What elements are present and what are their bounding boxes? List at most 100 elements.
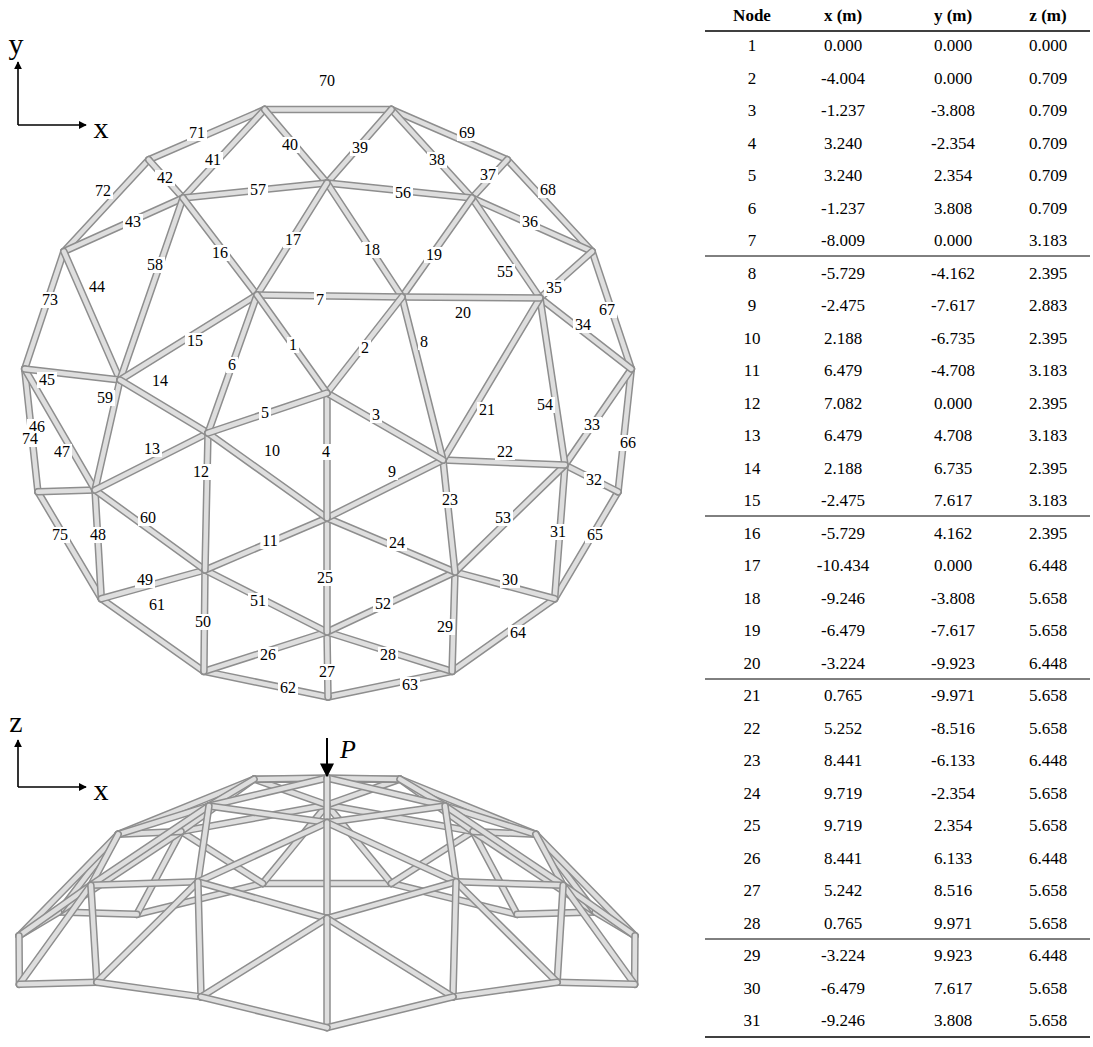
truss-member — [208, 295, 257, 433]
member-body — [101, 570, 205, 599]
member-outline — [120, 198, 183, 380]
member-outline — [209, 806, 327, 823]
member-outline — [456, 882, 557, 982]
member-outline — [453, 882, 456, 997]
truss-member — [205, 433, 208, 570]
member-body — [445, 806, 563, 885]
table-cell: -9.246 — [821, 1012, 865, 1029]
table-cell: 0.709 — [1029, 134, 1067, 151]
member-outline — [323, 823, 331, 919]
table-cell: -6.479 — [821, 622, 865, 639]
table-cell: 16 — [744, 524, 761, 541]
table-cell: 20 — [744, 654, 761, 671]
member-outline — [95, 433, 208, 490]
member-outline — [327, 183, 402, 297]
member-outline — [38, 492, 101, 599]
member-outline — [209, 778, 327, 806]
member-body — [64, 160, 149, 252]
member-body — [257, 183, 327, 295]
member-body — [327, 778, 445, 806]
member-body — [183, 198, 257, 295]
member-outline — [445, 806, 536, 834]
member-body — [19, 982, 96, 984]
member-number: 5 — [259, 405, 271, 421]
member-number: 11 — [260, 533, 279, 549]
member-body — [540, 298, 631, 369]
table-cell: 0.000 — [934, 394, 972, 411]
member-body — [95, 490, 205, 570]
member-body — [118, 806, 209, 834]
table-cell: 5.658 — [1029, 817, 1067, 834]
truss-member — [327, 778, 445, 806]
table-cell: -10.434 — [817, 557, 869, 574]
table-cell: -9.246 — [821, 589, 865, 606]
load-arrow — [326, 738, 328, 776]
table-cell: 3.808 — [934, 199, 972, 216]
member-number: 15 — [185, 333, 205, 349]
member-number: 24 — [387, 535, 407, 551]
member-number: 33 — [582, 417, 602, 433]
member-number: 23 — [440, 492, 460, 508]
table-cell: 6.479 — [824, 427, 862, 444]
member-outline — [118, 806, 209, 834]
member-outline — [257, 183, 327, 295]
table-cell: 0.000 — [934, 69, 972, 86]
member-number: 68 — [538, 182, 558, 198]
load-label: P — [340, 737, 356, 763]
member-outline — [453, 982, 557, 997]
truss-member — [445, 806, 536, 834]
member-number: 70 — [317, 73, 337, 89]
member-number: 52 — [373, 596, 393, 612]
member-body — [327, 882, 456, 919]
truss-member — [327, 518, 455, 572]
table-cell: 5.658 — [1029, 979, 1067, 996]
axis-label: x — [94, 775, 109, 805]
table-cell: 0.709 — [1029, 102, 1067, 119]
member-body — [540, 298, 565, 465]
member-number: 66 — [618, 435, 638, 451]
member-outline — [120, 295, 257, 380]
truss-member — [183, 198, 257, 295]
truss-member — [257, 295, 402, 297]
member-body — [445, 806, 536, 834]
member-outline — [95, 490, 101, 599]
member-body — [265, 109, 327, 183]
table-cell: 2.395 — [1029, 459, 1067, 476]
member-body — [456, 882, 563, 885]
table-cell: 5.658 — [1029, 1012, 1067, 1029]
member-outline — [327, 823, 456, 882]
truss-member — [38, 490, 95, 492]
table-cell: 5.252 — [824, 719, 862, 736]
member-body — [38, 490, 95, 492]
member-body — [325, 918, 330, 1027]
truss-member — [198, 806, 209, 882]
member-outline — [323, 778, 331, 823]
table-cell: 9.719 — [824, 784, 862, 801]
table-cell: -4.162 — [931, 264, 975, 281]
member-number: 41 — [203, 152, 223, 168]
member-outline — [19, 885, 90, 984]
member-outline — [472, 160, 507, 198]
member-body — [563, 885, 634, 984]
member-body — [149, 160, 183, 198]
member-number: 73 — [40, 292, 60, 308]
member-outline — [205, 570, 327, 632]
member-outline — [443, 298, 540, 460]
table-cell: 4 — [748, 134, 757, 151]
table-cell: 25 — [744, 817, 761, 834]
table-cell: 7 — [748, 232, 757, 249]
member-number: 22 — [495, 444, 515, 460]
member-outline — [198, 823, 327, 882]
member-outline — [208, 295, 257, 433]
member-number: 7 — [314, 292, 326, 308]
member-outline — [183, 183, 327, 198]
member-number: 1 — [287, 337, 299, 353]
truss-member — [327, 806, 445, 823]
truss-member — [265, 109, 392, 110]
truss-member — [540, 298, 565, 465]
member-number: 49 — [135, 572, 155, 588]
member-body — [205, 518, 327, 570]
member-outline — [327, 460, 443, 518]
truss-member — [327, 183, 402, 297]
member-body — [327, 109, 391, 183]
